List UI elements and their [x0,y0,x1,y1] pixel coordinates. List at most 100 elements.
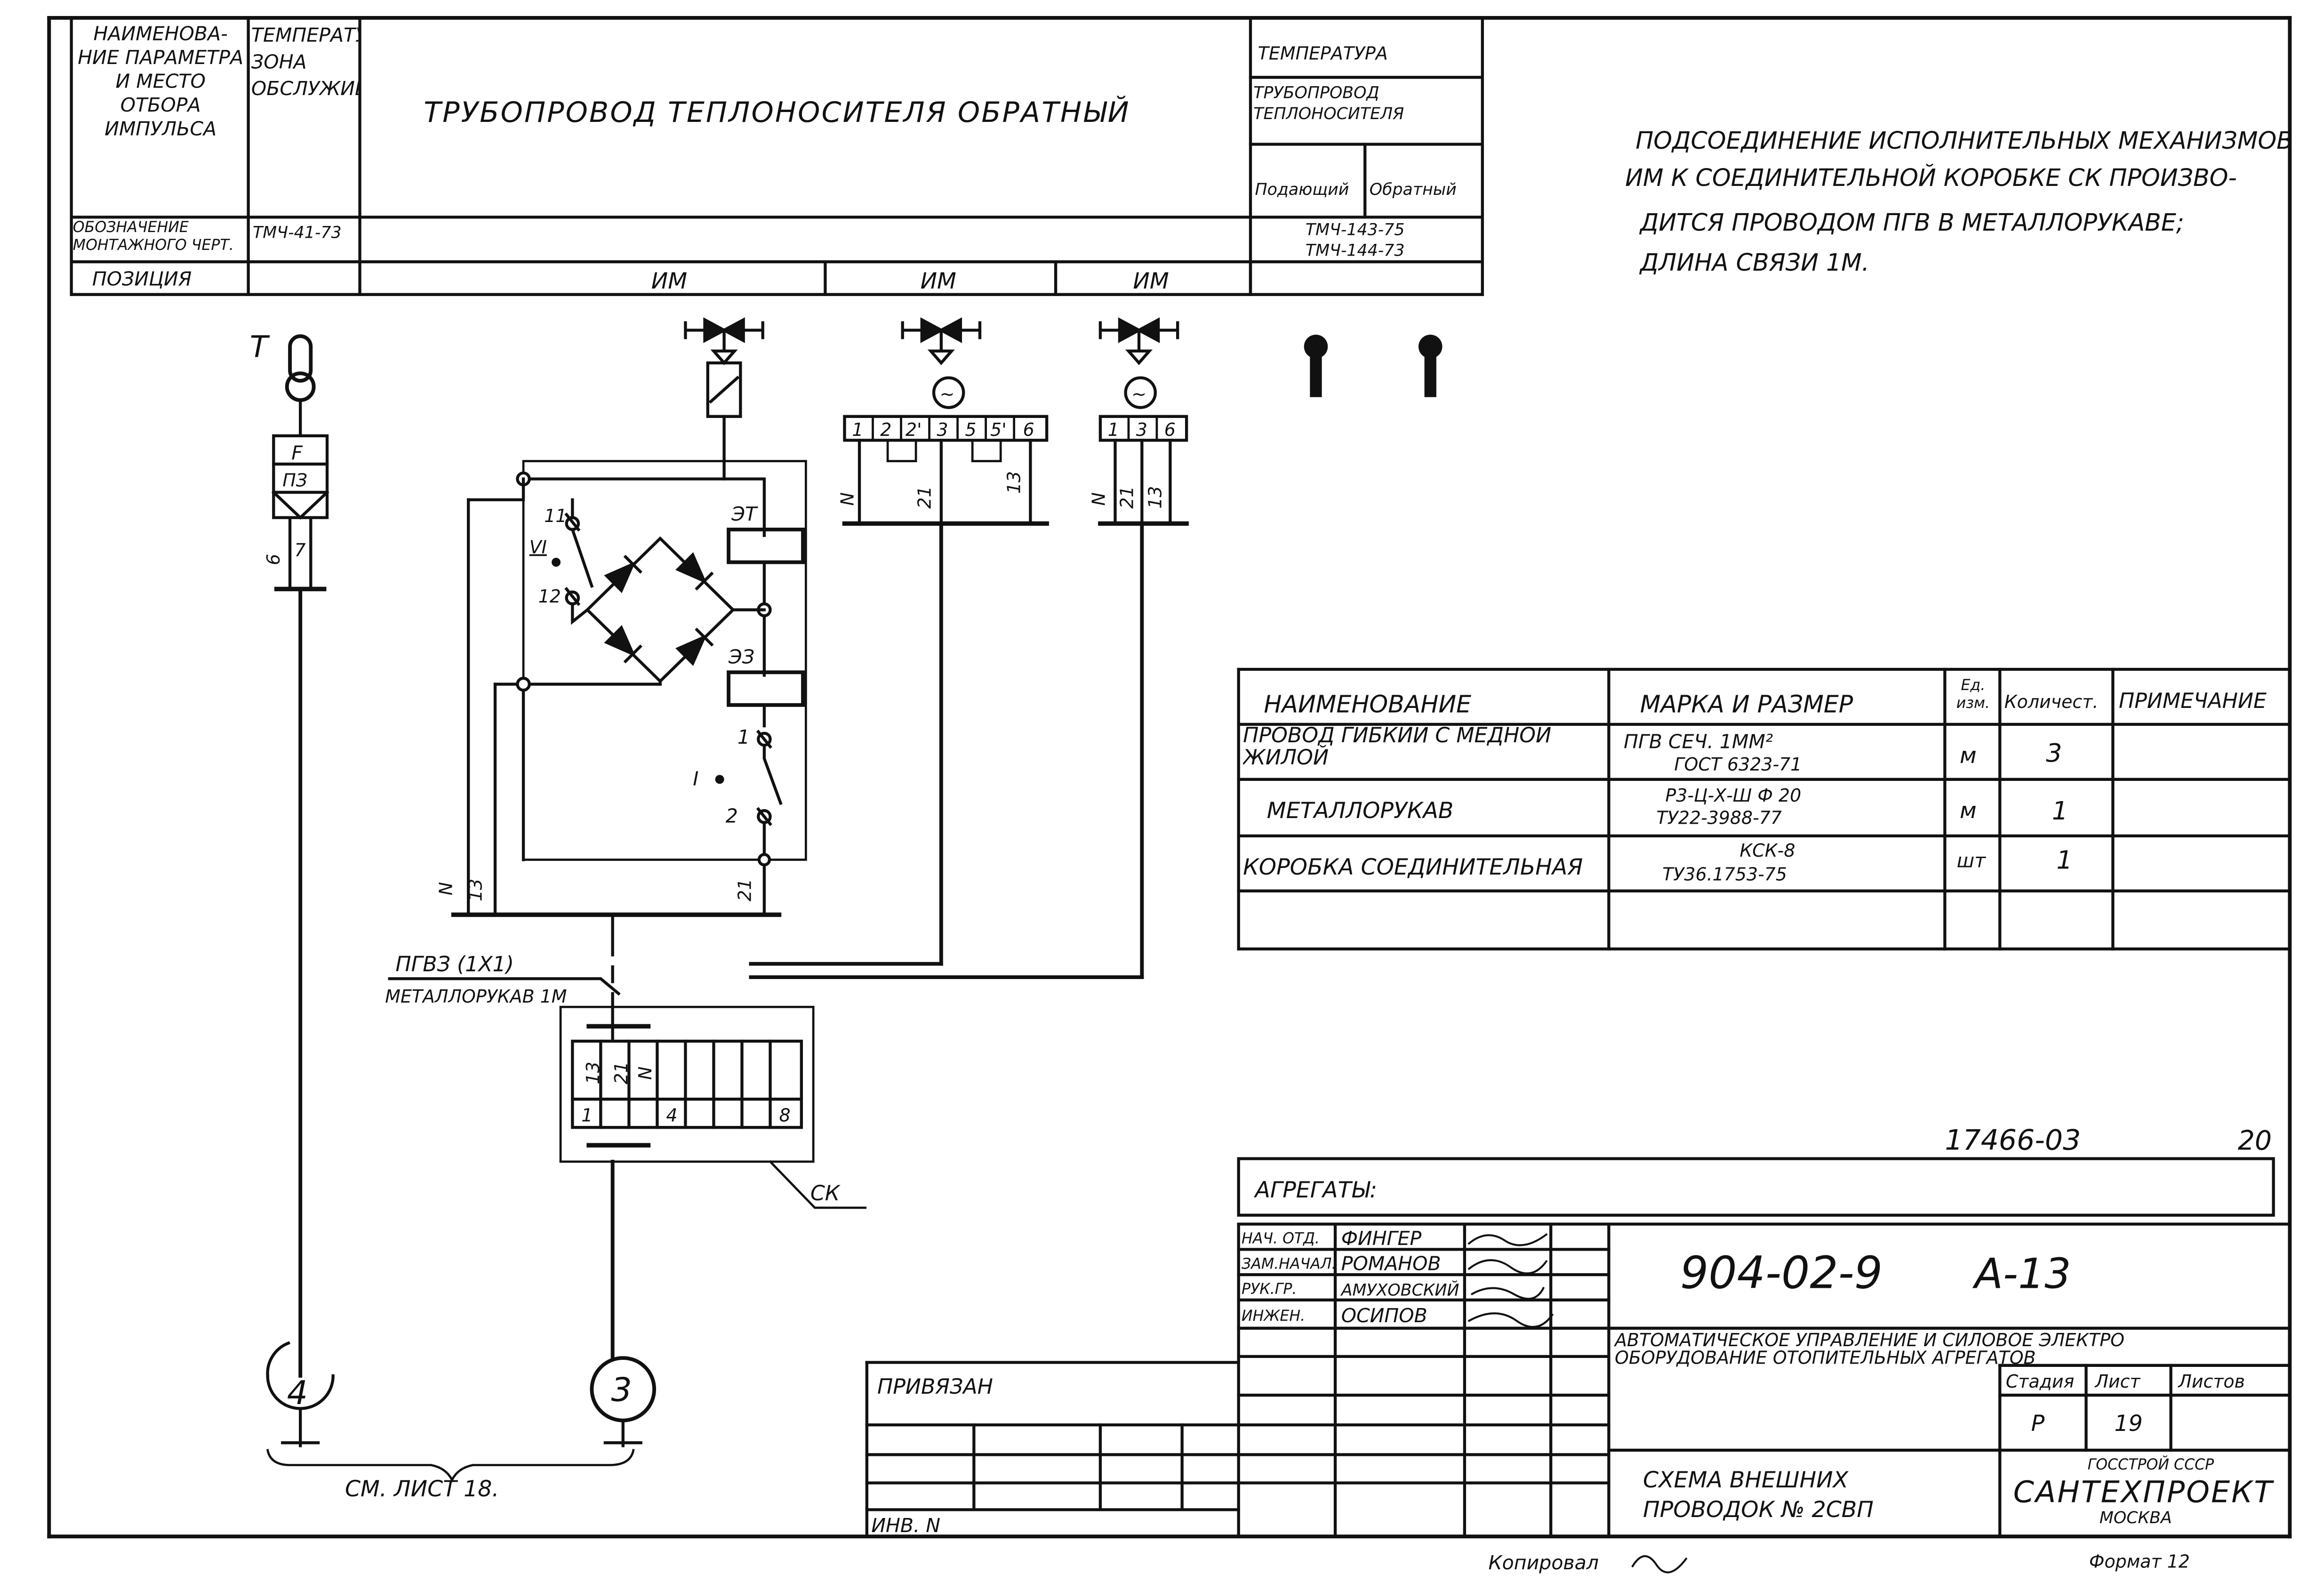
drawing-code: 904-02-9 [1680,1247,1883,1299]
org-line-3: МОСКВА [2100,1509,2172,1527]
spec-header-qty: Количест. [2004,691,2099,712]
svg-text:~: ~ [940,384,955,404]
terminal-strip-1: 1 2 2' 3 5 5' 6 N 21 13 [837,415,1049,526]
spec-row-2-qty: 1 [2052,796,2068,826]
spec-row-1-name: Провод гибкий с медной жилой [1243,726,1552,771]
signer-2-role: Зам.начал. [1242,1255,1336,1272]
spec-row-3-name: Коробка соединительная [1243,854,1583,880]
subject-line-2: оборудование отопительных агрегатов [1615,1348,2036,1368]
header-table [70,16,1484,296]
sheet-references: 4 3 см. лист 18. [266,1341,657,1502]
param-header: Наименова-ние параметра и место отбора и… [78,24,244,142]
header-text: Наименова-ние параметра и место отбора и… [72,24,1457,294]
see-sheet-note: см. лист 18. [345,1476,499,1502]
box-bottom-1: 1 [581,1105,593,1126]
spec-row-2-unit: м [1960,798,1977,824]
mounting-drawing-2: ТМЧ-143-75 [1306,220,1405,239]
spec-row-2-mark: Р3-Ц-Х-Ш ф 20 [1665,785,1801,806]
box-bottom-4: 4 [666,1105,677,1126]
contact-2-label: 2 [726,804,738,827]
sheet-value: 19 [2115,1411,2143,1437]
t2-terminal-3: 6 [1164,419,1176,440]
box-top-n: N [635,1067,656,1080]
title-block-grid [865,1157,2289,1538]
document-reference: 17466-03 [1945,1124,2081,1157]
stage-header: Стадия [2006,1371,2074,1392]
note-line-1: Подсоединение исполнительных механизмов [1635,127,2293,154]
pipeline-title: Трубопровод теплоносителя обратный [424,96,1130,129]
relay-wire-21: 21 [734,879,755,901]
supply-header: Подающий [1255,180,1349,199]
sheet-frame [47,16,2292,1539]
designation-header: Обозначение монтажного черт. [72,220,234,255]
copied-by: Копировал [1488,1551,1599,1574]
t1-terminal-3: 2' [906,419,922,440]
sensor-label: Т [250,329,270,364]
terminal-strip-2: 1 3 6 N 21 13 [1088,415,1189,526]
subject-line-1: Автоматическое управление и силовое элек… [1613,1330,2124,1350]
cable-label-2: МЕТАЛЛОРУКАВ 1м [385,986,567,1007]
signer-3-name: Амуховский [1340,1280,1459,1300]
t1-wire-21: 21 [914,486,935,508]
page-number: 20 [2238,1125,2272,1156]
signer-1-role: Нач. отд. [1242,1230,1320,1247]
junction-box-label: СК [810,1181,841,1205]
privyazan-label: Привязан [877,1375,993,1399]
return-header: Обратный [1370,180,1457,199]
signer-3-role: Рук.гр. [1242,1281,1297,1298]
copier-signature [1631,1555,1688,1574]
contact-1-label: 1 [737,726,750,748]
signer-4-role: Инжен. [1242,1308,1305,1325]
t1-terminal-1: 1 [852,419,863,440]
org-line-1: ГОССТРОЙ СССР [2088,1455,2214,1473]
spec-row-1-mark: ПГВ сеч. 1мм² [1624,730,1773,753]
thermometer-icon [288,334,313,383]
roman-vi-label: VI [529,537,547,558]
position-im-1: ИМ [651,268,687,294]
temp-zone-header: Температура Зона обслуживания [251,25,358,101]
signatures [1467,1233,1554,1328]
contact-11-label: 11 [544,506,567,526]
inventory-label: Инв. N [871,1514,940,1537]
spec-table-text: Наименование Марка и размер Ед. изм. Кол… [1243,678,2267,885]
drawing-title-2: проводок № 2СВП [1643,1497,1874,1523]
relay-ez [727,670,805,707]
note-line-3: дится проводом ПГВ в металлорукаве; [1639,209,2184,236]
signer-2-name: Романов [1341,1253,1441,1275]
relay-circuit: ЭТ ЭЗ 11 12 VI 1 2 I [435,459,807,917]
pipe-plugs [1304,334,1442,397]
t2-terminal-1: 1 [1108,419,1119,440]
mounting-drawing-1: ТМЧ-41-73 [253,224,342,242]
album-number: А-13 [1972,1250,2071,1298]
spec-row-3-qty: 1 [2056,845,2072,875]
relay-ez-label: ЭЗ [728,645,754,668]
t1-wire-13: 13 [1003,471,1024,494]
stage-value: Р [2031,1411,2045,1437]
relay-wire-13: 13 [465,879,486,901]
t1-terminal-4: 3 [937,419,948,440]
t2-terminal-2: 3 [1136,419,1147,440]
spec-row-1-mark2: ГОСТ 6323-71 [1674,754,1802,775]
t1-terminal-5: 5 [965,419,976,440]
connection-note: Подсоединение исполнительных механизмов … [1625,127,2293,276]
actuator-3: ~ [1100,320,1178,409]
position-header: Позиция [92,268,192,290]
spec-table [1237,667,2289,951]
spec-header-name: Наименование [1264,691,1471,718]
note-line-2: ИМ к соединительной коробке СК произво- [1625,164,2237,192]
note-line-4: длина связи 1м. [1639,249,1869,276]
box-bottom-8: 8 [779,1105,790,1126]
contact-12-label: 12 [538,586,561,607]
spec-row-3-unit: шт [1957,849,1987,872]
t1-terminal-6: 5' [990,419,1007,440]
drawing-title-1: Схема внешних [1643,1467,1849,1493]
t1-terminal-2: 2 [880,419,891,440]
sheet-header: Лист [2094,1371,2140,1392]
ref-circle-left: 4 [287,1374,308,1412]
roman-i-label: I [693,767,698,790]
sensor-box-label: ПЗ [282,470,307,490]
cable-label-1: ПГВЗ (1х1) [395,952,514,976]
actuator-2: ~ [903,320,980,409]
cable-runs [388,522,1144,1040]
spec-header-unit: Ед. изм. [1956,678,1990,713]
